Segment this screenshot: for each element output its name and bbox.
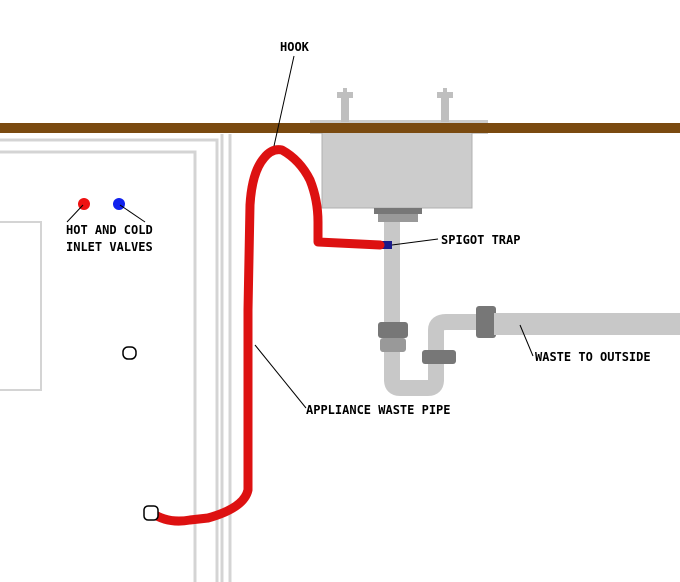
trap-riser xyxy=(428,314,478,350)
hook-label: HOOK xyxy=(280,40,310,54)
sink-unit xyxy=(310,88,488,209)
tap-icon xyxy=(337,88,353,122)
lower-compression-nut xyxy=(380,338,406,352)
waste-to-outside-label: WASTE TO OUTSIDE xyxy=(535,350,651,364)
appliance-panel-inner xyxy=(0,150,197,582)
trap-bend xyxy=(384,352,444,396)
inlet-valves-leader-2 xyxy=(119,204,146,223)
waste-pipework xyxy=(374,208,680,396)
hook-leader xyxy=(273,55,295,147)
inlet-valves-label-line2: INLET VALVES xyxy=(66,240,153,254)
appliance-door-panel xyxy=(0,221,42,391)
appliance-panel-outer xyxy=(0,138,219,582)
appliance-waste-pipe-label: APPLIANCE WASTE PIPE xyxy=(306,403,451,417)
outlet-nut xyxy=(476,306,496,338)
spigot-connector xyxy=(378,241,392,249)
cold-valve-icon xyxy=(113,198,125,210)
hose-end-fitting xyxy=(143,505,159,521)
inlet-valves-label-line1: HOT AND COLD xyxy=(66,223,153,237)
sink-bowl xyxy=(321,129,473,209)
worktop xyxy=(0,123,680,133)
appliance-waste-leader xyxy=(254,344,307,409)
sink-waste-nut xyxy=(378,214,418,222)
inlet-valves-leader xyxy=(66,204,84,223)
trap-nut xyxy=(422,350,456,364)
upper-compression-nut xyxy=(378,322,408,338)
tap-icon xyxy=(437,88,453,122)
spigot-trap-leader xyxy=(391,238,439,246)
door-knob-icon xyxy=(122,346,137,360)
waste-outside-leader xyxy=(519,324,534,357)
appliance-waste-hose xyxy=(147,145,385,526)
waste-to-outside-pipe xyxy=(494,313,680,335)
sink-waste-outlet xyxy=(374,208,422,214)
spigot-trap-label: SPIGOT TRAP xyxy=(441,233,520,247)
tail-pipe xyxy=(384,222,400,332)
